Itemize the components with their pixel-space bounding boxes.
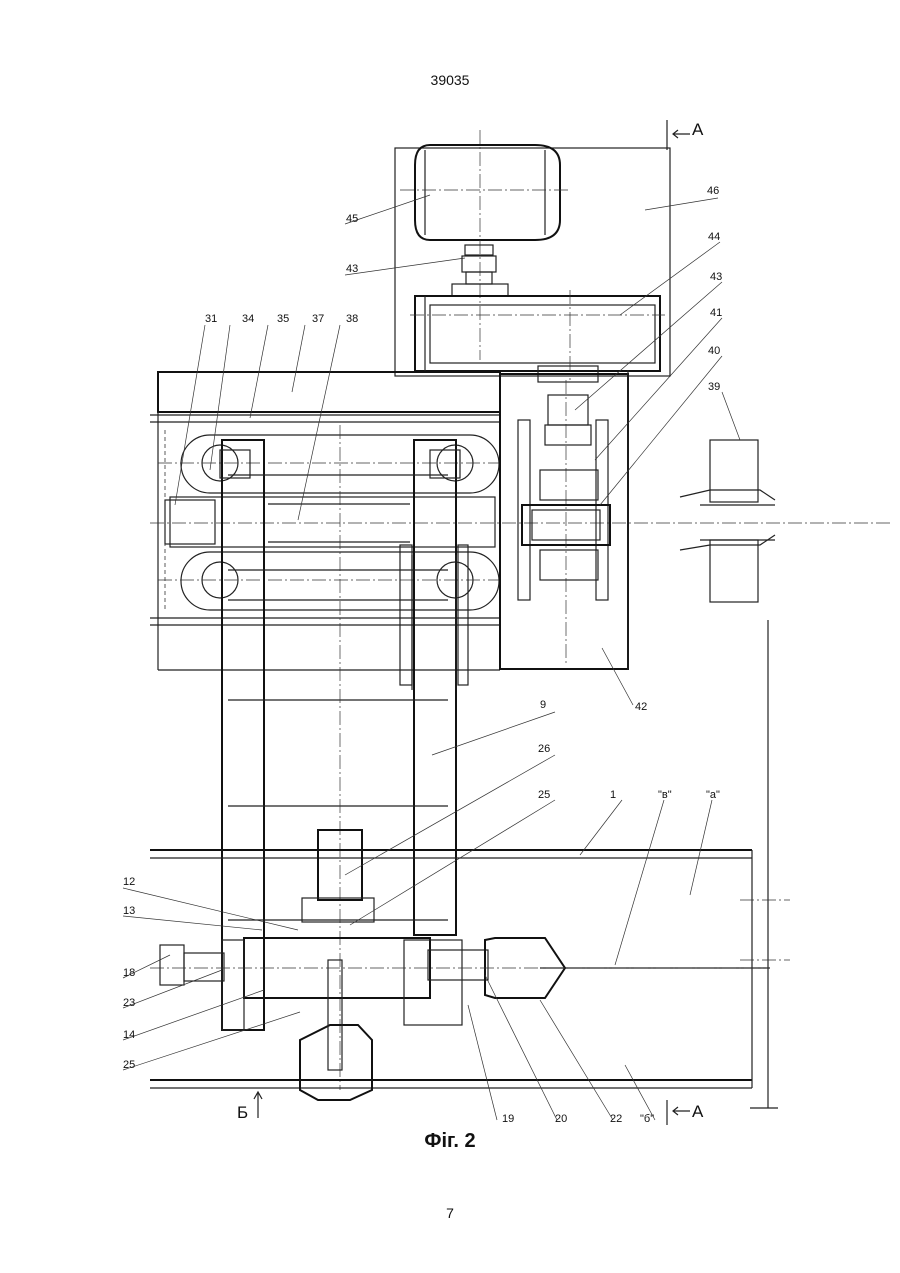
label-25b: 25 (123, 1059, 135, 1071)
lower-conveyor (150, 620, 790, 1108)
label-34: 34 (242, 313, 254, 325)
clamp-39 (680, 440, 775, 602)
label-31: 31 (205, 313, 217, 325)
label-35: 35 (277, 313, 289, 325)
page-number: 7 (0, 1205, 900, 1221)
label-18: 18 (123, 967, 135, 979)
label-14: 14 (123, 1029, 135, 1041)
label-44: 44 (708, 231, 720, 243)
label-39: 39 (708, 381, 720, 393)
label-19: 19 (502, 1113, 514, 1125)
figure-caption: Фіг. 2 (0, 1130, 900, 1153)
section-mark-bottom: Б А (237, 1092, 704, 1125)
gearbox (410, 284, 665, 382)
label-43a: 43 (346, 263, 358, 275)
label-9: 9 (540, 699, 546, 711)
section-a-top-text: А (692, 120, 704, 139)
label-22: 22 (610, 1113, 622, 1125)
reference-labels: 45 46 43 44 43 41 40 39 31 34 35 37 38 4… (123, 185, 722, 1125)
label-40: 40 (708, 345, 720, 357)
motor-assembly (395, 130, 670, 376)
label-45: 45 (346, 213, 358, 225)
label-20: 20 (555, 1113, 567, 1125)
label-23: 23 (123, 997, 135, 1009)
section-a-bottom-text: А (692, 1102, 704, 1121)
label-25a: 25 (538, 789, 550, 801)
label-a: "а" (706, 789, 720, 801)
label-12: 12 (123, 876, 135, 888)
label-v: "в" (658, 789, 672, 801)
label-42: 42 (635, 701, 647, 713)
label-26: 26 (538, 743, 550, 755)
guide-box (500, 370, 628, 670)
label-b: "б" (640, 1113, 654, 1125)
label-38: 38 (346, 313, 358, 325)
section-b-bottom-text: Б (237, 1103, 248, 1122)
lower-drive (150, 830, 770, 1100)
label-13: 13 (123, 905, 135, 917)
section-mark-a-top: А (667, 120, 704, 150)
label-46: 46 (707, 185, 719, 197)
label-41: 41 (710, 307, 722, 319)
label-43b: 43 (710, 271, 722, 283)
conveyor-frame (150, 372, 890, 670)
label-37: 37 (312, 313, 324, 325)
label-1: 1 (610, 789, 616, 801)
